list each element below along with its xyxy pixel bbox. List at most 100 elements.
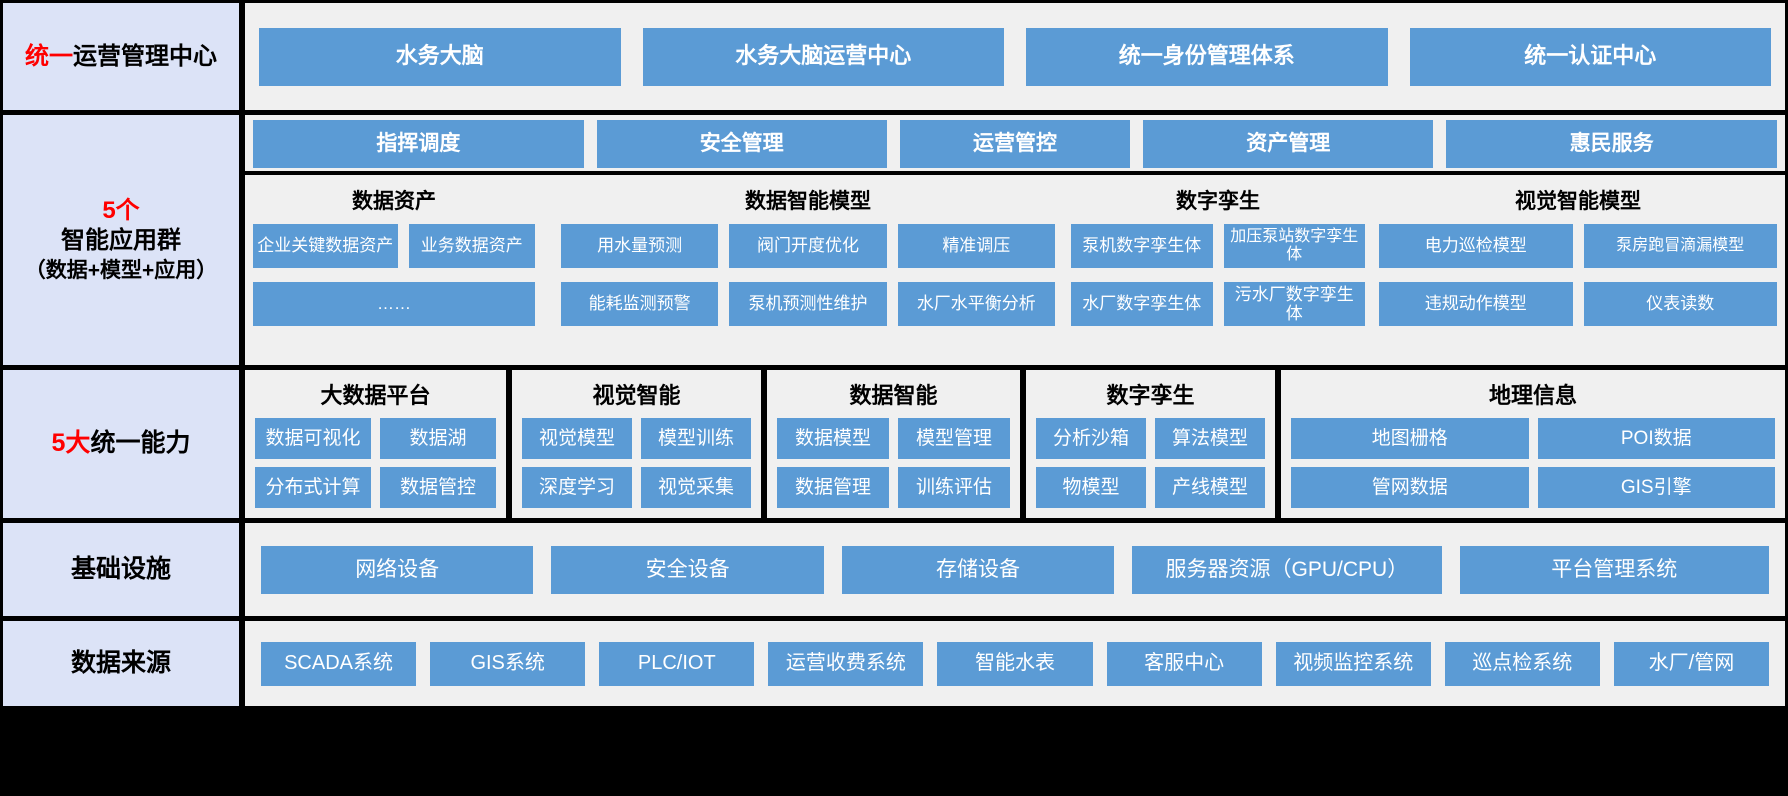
chip-security-equipment[interactable]: 安全设备	[551, 545, 824, 594]
layer-label-unified-capabilities-black: 统一能力	[90, 429, 191, 458]
layer-row-application-group: 5个 智能应用群 （数据+模型+应用） 指挥调度 安全管理 运营管控 资产管理 …	[3, 115, 1785, 365]
chip-vision-capture[interactable]: 视觉采集	[641, 467, 751, 508]
chip-data-assets-ellipsis[interactable]: ……	[253, 282, 535, 326]
chip-meter-reading[interactable]: 仪表读数	[1583, 282, 1777, 326]
layer-label-application-group-main: 智能应用群	[61, 226, 181, 254]
chip-map-grid[interactable]: 地图栅格	[1291, 418, 1529, 459]
chip-public-benefit-service[interactable]: 惠民服务	[1446, 119, 1777, 168]
group-title-data-assets: 数据资产	[352, 190, 436, 213]
chip-network-equipment[interactable]: 网络设备	[261, 545, 534, 594]
chip-waterworks-pipe-network[interactable]: 水厂/管网	[1613, 641, 1769, 686]
group-vision-intelligence-models: 视觉智能模型 电力巡检模型 泵房跑冒滴漏模型 违规动作模型 仪表读数	[1365, 181, 1777, 357]
capability-title-big-data-platform: 大数据平台	[320, 383, 431, 408]
layer-row-data-sources: 数据来源 SCADA系统 GIS系统 PLC/IOT 运营收费系统 智能水表 客…	[3, 621, 1785, 706]
chip-video-surveillance-system[interactable]: 视频监控系统	[1275, 641, 1431, 686]
layer-label-operation-center: 统一运营管理中心	[3, 3, 239, 110]
layer-row-infrastructure: 基础设施 网络设备 安全设备 存储设备 服务器资源（GPU/CPU） 平台管理系…	[3, 523, 1785, 616]
chip-training-evaluation[interactable]: 训练评估	[898, 467, 1010, 508]
chip-operation-control[interactable]: 运营管控	[899, 119, 1131, 168]
application-group-panel: 指挥调度 安全管理 运营管控 资产管理 惠民服务 数据资产 企业关键数据资产 业…	[245, 115, 1785, 365]
chip-pipe-network-data[interactable]: 管网数据	[1291, 467, 1529, 508]
chip-water-brain[interactable]: 水务大脑	[259, 27, 621, 86]
chip-poi-data[interactable]: POI数据	[1537, 418, 1775, 459]
chip-waterworks-digital-twin[interactable]: 水厂数字孪生体	[1071, 282, 1213, 326]
infrastructure-panel: 网络设备 安全设备 存储设备 服务器资源（GPU/CPU） 平台管理系统	[245, 523, 1785, 616]
layer-label-application-group-red: 5个	[102, 196, 140, 224]
chip-plc-iot[interactable]: PLC/IOT	[599, 641, 755, 686]
chip-enterprise-key-data-asset[interactable]: 企业关键数据资产	[253, 224, 398, 268]
chip-safety-management[interactable]: 安全管理	[596, 119, 887, 168]
chip-power-inspection-model[interactable]: 电力巡检模型	[1379, 224, 1573, 268]
chip-vision-model[interactable]: 视觉模型	[522, 418, 632, 459]
chip-data-visualization[interactable]: 数据可视化	[255, 418, 371, 459]
layer-label-operation-center-red: 统一	[25, 42, 73, 70]
chip-algorithm-model[interactable]: 算法模型	[1155, 418, 1265, 459]
chip-server-resources[interactable]: 服务器资源（GPU/CPU）	[1132, 545, 1442, 594]
chip-distributed-computing[interactable]: 分布式计算	[255, 467, 371, 508]
chip-booster-station-digital-twin[interactable]: 加压泵站数字孪生体	[1223, 224, 1365, 268]
chip-gis-system[interactable]: GIS系统	[430, 641, 586, 686]
chip-valve-opening-optimization[interactable]: 阀门开度优化	[729, 224, 887, 268]
chip-inspection-system[interactable]: 巡点检系统	[1444, 641, 1600, 686]
chip-asset-management[interactable]: 资产管理	[1143, 119, 1434, 168]
chip-precise-pressure-regulation[interactable]: 精准调压	[897, 224, 1055, 268]
chip-water-usage-forecast[interactable]: 用水量预测	[561, 224, 719, 268]
chip-data-lake[interactable]: 数据湖	[380, 418, 496, 459]
chip-command-dispatch[interactable]: 指挥调度	[253, 119, 584, 168]
chip-production-line-model[interactable]: 产线模型	[1155, 467, 1265, 508]
group-digital-twin-apps: 数字孪生 泵机数字孪生体 加压泵站数字孪生体 水厂数字孪生体 污水厂数字孪生体	[1055, 181, 1365, 357]
chip-sewage-plant-digital-twin[interactable]: 污水厂数字孪生体	[1223, 282, 1365, 326]
group-title-data-intelligence-models: 数据智能模型	[745, 190, 871, 213]
chip-model-management[interactable]: 模型管理	[898, 418, 1010, 459]
operation-center-panel: 水务大脑 水务大脑运营中心 统一身份管理体系 统一认证中心	[245, 3, 1785, 110]
capability-title-vision-intelligence: 视觉智能	[592, 383, 681, 408]
application-groups-strip: 数据资产 企业关键数据资产 业务数据资产 …… 数据智能模型	[245, 175, 1785, 365]
capability-geographic-information: 地理信息 地图栅格 POI数据 管网数据 GIS引擎	[1281, 370, 1785, 518]
application-top-strip: 指挥调度 安全管理 运营管控 资产管理 惠民服务	[245, 115, 1785, 171]
chip-data-management[interactable]: 数据管理	[777, 467, 889, 508]
chip-data-governance[interactable]: 数据管控	[380, 467, 496, 508]
layer-label-application-group: 5个 智能应用群 （数据+模型+应用）	[3, 115, 239, 365]
layer-label-operation-center-black: 运营管理中心	[73, 42, 217, 70]
chip-thing-model[interactable]: 物模型	[1036, 467, 1146, 508]
capability-data-intelligence: 数据智能 数据模型 模型管理 数据管理 训练评估	[767, 370, 1020, 518]
chip-pump-room-leakage-model[interactable]: 泵房跑冒滴漏模型	[1583, 224, 1777, 268]
layer-label-data-sources: 数据来源	[3, 621, 239, 706]
chip-gis-engine[interactable]: GIS引擎	[1537, 467, 1775, 508]
unified-capabilities-panel: 大数据平台 数据可视化 数据湖 分布式计算 数据管控 视觉智能 视觉模	[245, 370, 1785, 518]
layer-label-unified-capabilities-red: 5大	[51, 429, 91, 458]
chip-customer-service-center[interactable]: 客服中心	[1106, 641, 1262, 686]
group-title-vision-intelligence-models: 视觉智能模型	[1515, 190, 1641, 213]
chip-water-brain-operation-center[interactable]: 水务大脑运营中心	[642, 27, 1004, 86]
chip-plant-water-balance-analysis[interactable]: 水厂水平衡分析	[897, 282, 1055, 326]
chip-pump-predictive-maintenance[interactable]: 泵机预测性维护	[729, 282, 887, 326]
layer-label-unified-capabilities: 5大统一能力	[3, 370, 239, 518]
capability-big-data-platform: 大数据平台 数据可视化 数据湖 分布式计算 数据管控	[245, 370, 506, 518]
chip-platform-management-system[interactable]: 平台管理系统	[1459, 545, 1770, 594]
chip-smart-water-meter[interactable]: 智能水表	[937, 641, 1093, 686]
chip-unified-auth-center[interactable]: 统一认证中心	[1409, 27, 1771, 86]
chip-billing-system[interactable]: 运营收费系统	[768, 641, 924, 686]
chip-storage-equipment[interactable]: 存储设备	[841, 545, 1115, 594]
chip-unified-identity-system[interactable]: 统一身份管理体系	[1026, 27, 1388, 86]
capability-title-digital-twin: 数字孪生	[1106, 383, 1195, 408]
chip-violation-action-model[interactable]: 违规动作模型	[1379, 282, 1573, 326]
capability-vision-intelligence: 视觉智能 视觉模型 模型训练 深度学习 视觉采集	[512, 370, 761, 518]
group-data-intelligence-models: 数据智能模型 用水量预测 阀门开度优化 精准调压 能耗监测预警 泵机预测性维护 …	[535, 181, 1055, 357]
chip-analysis-sandbox[interactable]: 分析沙箱	[1036, 418, 1146, 459]
data-sources-panel: SCADA系统 GIS系统 PLC/IOT 运营收费系统 智能水表 客服中心 视…	[245, 621, 1785, 706]
chip-data-model[interactable]: 数据模型	[777, 418, 889, 459]
capability-title-geographic-information: 地理信息	[1488, 383, 1577, 408]
chip-energy-monitoring-alert[interactable]: 能耗监测预警	[561, 282, 719, 326]
chip-pump-digital-twin[interactable]: 泵机数字孪生体	[1071, 224, 1213, 268]
layer-row-operation-center: 统一运营管理中心 水务大脑 水务大脑运营中心 统一身份管理体系 统一认证中心	[3, 3, 1785, 110]
capability-title-data-intelligence: 数据智能	[849, 383, 938, 408]
chip-business-data-asset[interactable]: 业务数据资产	[408, 224, 535, 268]
group-title-digital-twin-apps: 数字孪生	[1176, 190, 1260, 213]
layer-label-infrastructure: 基础设施	[3, 523, 239, 616]
layer-row-unified-capabilities: 5大统一能力 大数据平台 数据可视化 数据湖 分布式计算 数据管控 视觉智能	[3, 370, 1785, 518]
chip-scada-system[interactable]: SCADA系统	[261, 641, 417, 686]
chip-model-training[interactable]: 模型训练	[641, 418, 751, 459]
chip-deep-learning[interactable]: 深度学习	[522, 467, 632, 508]
